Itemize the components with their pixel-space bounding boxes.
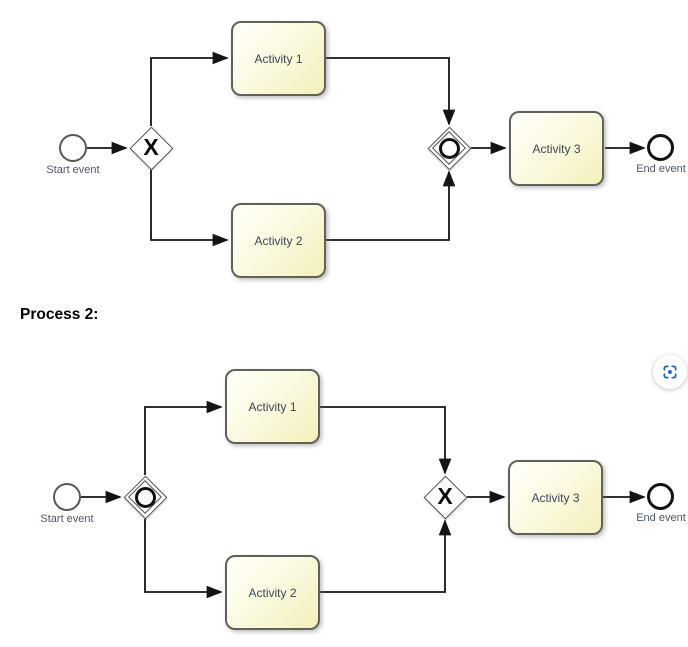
- task-activity-1: Activity 1: [225, 369, 320, 444]
- exclusive-gateway-split: X: [129, 126, 173, 170]
- scan-lens-icon: [663, 365, 677, 379]
- end-event: [647, 483, 674, 510]
- process1-diagram: Start event X Activity 1 Activity 2 Acti…: [0, 0, 688, 296]
- task-label: Activity 2: [254, 233, 303, 248]
- task-label: Activity 1: [254, 51, 303, 66]
- flow-activity2-to-join: [326, 170, 456, 241]
- exclusive-x-marker: X: [437, 483, 453, 509]
- flow-split-to-activity1: [150, 51, 229, 126]
- task-activity-1: Activity 1: [231, 21, 326, 96]
- inclusive-circle-marker: [134, 486, 156, 508]
- start-event-label: Start event: [40, 513, 94, 525]
- flow-split-to-activity1: [144, 400, 223, 475]
- task-activity-3: Activity 3: [509, 111, 604, 186]
- exclusive-gateway-join: X: [423, 475, 467, 519]
- task-label: Activity 3: [532, 141, 581, 156]
- process2-heading: Process 2:: [20, 306, 99, 323]
- flow-activity1-to-join: [326, 57, 456, 126]
- task-label: Activity 2: [248, 585, 297, 600]
- flow-activity2-to-join: [320, 519, 452, 593]
- process2-diagram: Start event Activity 1 Activity 2 X Acti…: [0, 330, 688, 647]
- start-event-label: Start event: [46, 164, 100, 176]
- flow-split-to-activity2: [150, 170, 229, 247]
- start-event: [53, 483, 81, 511]
- flow-activity1-to-join: [320, 406, 452, 475]
- image-search-button[interactable]: [653, 355, 687, 389]
- inclusive-gateway-join: [427, 126, 471, 170]
- task-label: Activity 1: [248, 399, 297, 414]
- end-event-label: End event: [636, 163, 686, 175]
- task-activity-2: Activity 2: [231, 203, 326, 278]
- task-activity-3: Activity 3: [508, 460, 603, 535]
- end-event-label: End event: [636, 512, 686, 524]
- start-event: [59, 134, 87, 162]
- inclusive-circle-marker: [438, 137, 460, 159]
- end-event: [647, 134, 674, 161]
- inclusive-gateway-split: [123, 475, 167, 519]
- task-activity-2: Activity 2: [225, 555, 320, 630]
- task-label: Activity 3: [531, 490, 580, 505]
- flow-split-to-activity2: [144, 519, 223, 599]
- exclusive-x-marker: X: [143, 134, 159, 160]
